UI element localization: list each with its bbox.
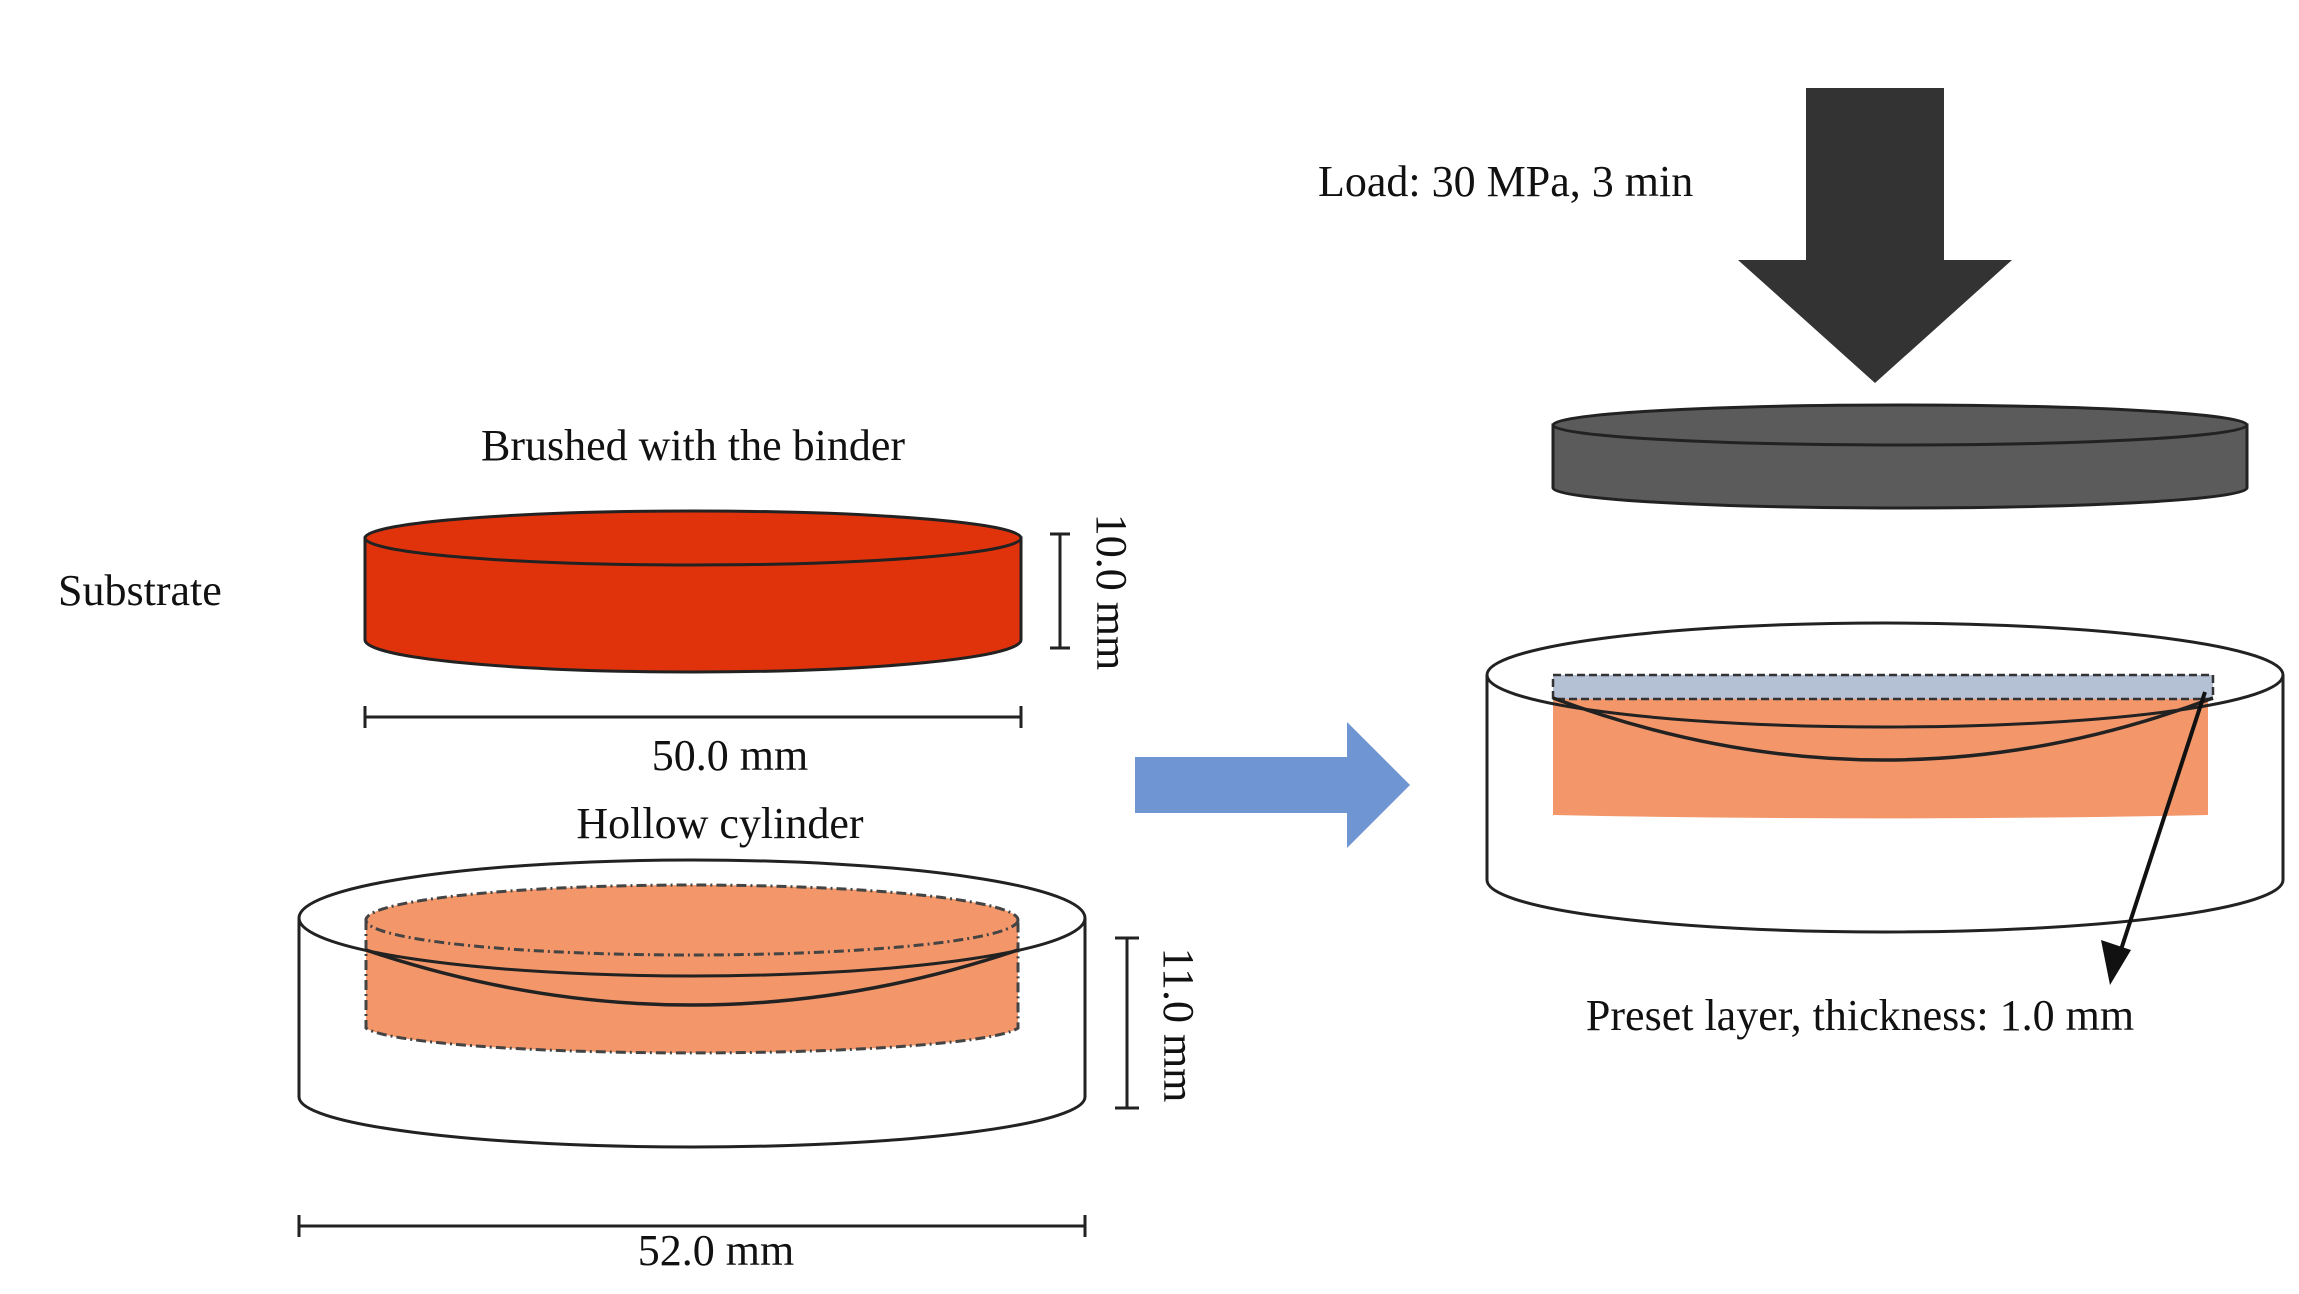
punch-body (1551, 423, 2249, 510)
inner-powder-top (364, 883, 1020, 957)
load-label: Load: 30 MPa, 3 min (1318, 157, 1693, 206)
pressed-powder-body (1553, 697, 2208, 819)
inner-powder-body (364, 918, 1020, 1055)
preset-pointer-arrow (2101, 691, 2207, 985)
punch-disc (1551, 403, 2249, 510)
substrate-thickness-label: 10.0 mm (1087, 514, 1136, 670)
cylinder-inner-curve (365, 948, 1019, 1007)
load-arrow (1738, 88, 2012, 383)
substrate-label: Substrate (58, 566, 222, 615)
substrate-top (363, 509, 1023, 567)
preset-layer-label: Preset layer, thickness: 1.0 mm (1586, 991, 2134, 1040)
cylinder-height-bracket (1115, 936, 1139, 1110)
substrate-diameter-dimension (363, 706, 1023, 728)
pressed-cylinder-bottom-rim (1485, 879, 2285, 934)
pressed-cylinder-inner-curve (1552, 696, 2214, 762)
hollow-cylinder (297, 858, 1087, 1149)
substrate-disc (363, 509, 1023, 674)
cylinder-height-label: 11.0 mm (1154, 948, 1203, 1103)
substrate-thickness-bracket (1050, 532, 1070, 650)
pressed-cylinder (1485, 621, 2285, 934)
punch-top (1551, 403, 2249, 447)
hollow-cylinder-label: Hollow cylinder (576, 799, 864, 848)
substrate-diameter-label: 50.0 mm (652, 731, 808, 780)
cylinder-diameter-dimension (297, 1215, 1087, 1237)
cylinder-bottom-rim (297, 1096, 1087, 1149)
brushed-label: Brushed with the binder (481, 421, 905, 470)
cylinder-diameter-label: 52.0 mm (638, 1226, 794, 1275)
substrate-body (363, 536, 1023, 674)
preset-layer (1551, 673, 2215, 701)
process-arrow (1135, 722, 1410, 848)
